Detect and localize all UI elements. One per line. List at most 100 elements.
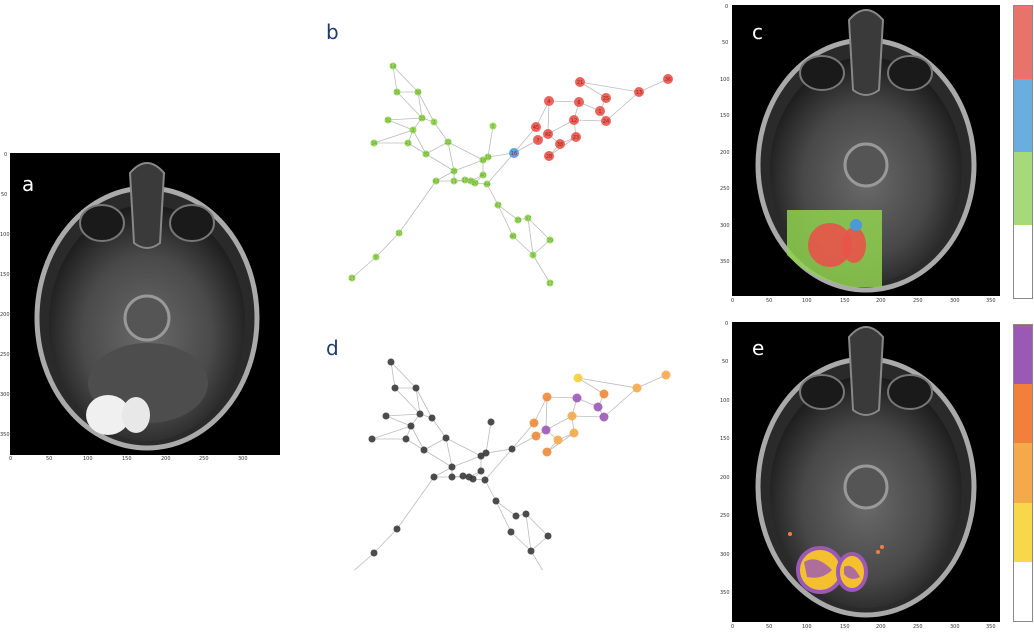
graph-d-edge [495,500,517,517]
graph-d-node [487,418,495,426]
graph-b-node-label: 1 [598,109,601,115]
graph-b-edge [387,119,414,131]
graph-b-node [409,126,417,134]
colorbar-e-seg-white [1014,561,1032,622]
graph-d-edge [485,448,513,454]
graph-d-edge [511,435,537,450]
graph-b-node-label: 25 [603,96,609,102]
graph-b-node [430,118,438,126]
graph-d-edge [510,531,532,552]
graph-b-node-label: 44 [484,182,490,188]
graph-b-node [575,77,585,87]
tick-a-x2: 100 [83,456,93,462]
graph-b-edge [547,100,550,135]
graph-b-node-label: 21 [577,80,583,86]
graph-b-node-label: 18 [480,158,486,164]
graph-b-node-label: 16 [511,151,517,157]
graph-b-edge [453,159,484,172]
graph-b-edge [396,91,423,119]
graph-d-node [370,549,378,557]
colorbar-c-seg-green [1014,152,1032,225]
graph-b-edge [513,126,537,154]
tick-c-x4: 200 [876,298,886,304]
graph-b-node [393,88,401,96]
tick-a-y6: 300 [0,392,10,398]
graph-b-node-label: 13 [636,90,642,96]
graph-d-node [572,393,582,403]
graph-b-node-label: 8 [577,100,580,106]
graph-b-node-label: 9 [531,253,534,259]
graph-b-node-label: 27 [349,276,355,282]
tick-c-y0: 0 [725,4,729,10]
graph-d-edge [415,387,421,415]
graph-d-edge [390,361,417,389]
graph-b-node [601,116,611,126]
graph-d-edge [525,513,549,537]
graph-d-node [512,512,520,520]
graph-d-node [448,463,456,471]
panel-d-label: d [326,336,339,360]
graph-d-node [482,449,490,457]
graph-b-edge [638,78,669,93]
graph-b-edge [425,153,455,172]
graph-d-node [599,412,609,422]
panel-c-label: c [752,20,763,44]
colorbar-c-seg-red [1014,6,1032,79]
tick-c-y6: 300 [720,223,730,229]
graph-b-node-label: 15 [462,178,468,184]
graph-d-edge [577,377,638,389]
graph-d-edge [385,413,421,417]
graph-b-node-label: 7 [536,138,539,144]
graph-b-node [569,115,579,125]
graph-d-edge [571,415,605,418]
graph-b-edge [417,91,435,123]
graph-d-edge [530,550,544,570]
graph-b-edges [351,65,669,284]
graph-b-node [489,122,497,130]
graph-d-node [593,402,603,412]
graph-b-node-label: 5 [491,124,494,130]
graph-b-node-label: 41 [405,141,411,147]
network-graph-d [353,358,671,570]
graph-b-node [544,151,554,161]
graph-d-node [430,473,438,481]
graph-b-node [546,279,554,287]
graph-b-edge [527,217,551,241]
graph-d-edge [451,455,482,468]
graph-b-node [432,177,440,185]
graph-b-node [531,122,541,132]
graph-b-node [389,62,397,70]
graph-b-node-label: 33 [515,218,521,224]
graph-b-node-label: 24 [603,119,609,125]
graph-b-node [544,96,554,106]
tick-c-x1: 50 [766,298,773,304]
tick-c-y3: 150 [720,113,730,119]
mri-panel-a [10,153,280,455]
tick-a-x5: 250 [199,456,209,462]
graph-b-node-label: 32 [385,118,391,124]
colorbar-e-seg-lightorange [1014,443,1032,503]
graph-d-edge [385,415,412,427]
graph-b-node-label: 6 [374,255,377,261]
graph-d-edge [423,437,447,451]
tick-a-y0: 0 [4,152,8,158]
tick-a-x6: 300 [238,456,248,462]
graph-b-node-label: 19 [485,155,491,161]
graph-b-node [450,177,458,185]
graph-b-node-label: 10 [396,231,402,237]
tick-c-x2: 100 [802,298,812,304]
tick-a-y5: 250 [0,352,10,358]
colorbar-c-seg-blue [1014,79,1032,152]
graph-b-node-label: 43 [433,179,439,185]
graph-d-edge [511,422,535,450]
graph-d-edge [636,374,667,389]
graph-b-node-label: 34 [371,141,377,147]
graph-b-node-label: 40 [480,173,486,179]
tick-c-x6: 300 [950,298,960,304]
graph-d-node [402,435,410,443]
graph-d-edge [353,552,375,570]
graph-b-node [348,274,356,282]
graph-b-edge [373,129,414,144]
colorbar-e-seg-purple [1014,325,1032,385]
